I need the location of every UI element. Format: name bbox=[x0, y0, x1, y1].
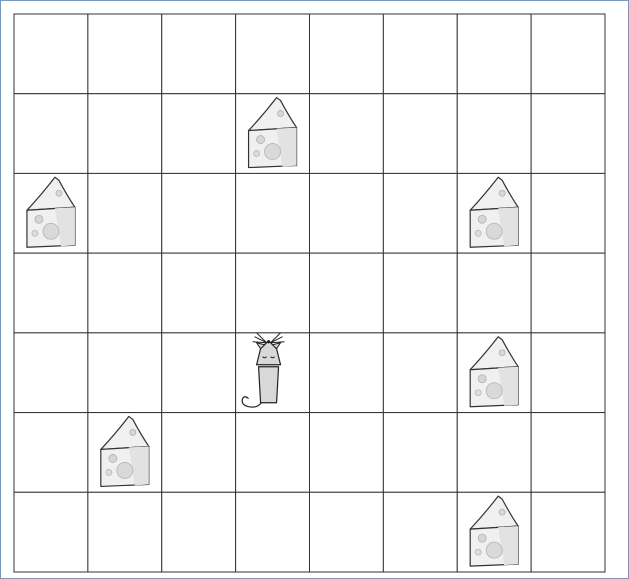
grid-cell-r3-c7[interactable] bbox=[531, 253, 605, 333]
grid-cell-r5-c5[interactable] bbox=[383, 413, 457, 493]
grid-cell-r3-c2[interactable] bbox=[162, 253, 236, 333]
grid-cell-r5-c7[interactable] bbox=[531, 413, 605, 493]
grid-cell-r4-c0[interactable] bbox=[14, 333, 88, 413]
grid-cell-r4-c1[interactable] bbox=[88, 333, 162, 413]
grid-cell-r5-c4[interactable] bbox=[310, 413, 384, 493]
game-board bbox=[14, 14, 605, 572]
grid-cell-r3-c6[interactable] bbox=[457, 253, 531, 333]
grid-cell-r5-c3[interactable] bbox=[236, 413, 310, 493]
grid-cell-r1-c2[interactable] bbox=[162, 94, 236, 174]
grid-cell-r1-c5[interactable] bbox=[383, 94, 457, 174]
grid-cell-r3-c0[interactable] bbox=[14, 253, 88, 333]
grid-cell-r0-c6[interactable] bbox=[457, 14, 531, 94]
grid-cell-r0-c1[interactable] bbox=[88, 14, 162, 94]
grid-cell-r6-c3[interactable] bbox=[236, 492, 310, 572]
grid-cell-r0-c5[interactable] bbox=[383, 14, 457, 94]
grid-cell-r5-c0[interactable] bbox=[14, 413, 88, 493]
grid-cell-r3-c3[interactable] bbox=[236, 253, 310, 333]
grid-cell-r2-c3[interactable] bbox=[236, 173, 310, 253]
grid-cell-r4-c7[interactable] bbox=[531, 333, 605, 413]
grid-cell-r3-c1[interactable] bbox=[88, 253, 162, 333]
grid-cell-r2-c5[interactable] bbox=[383, 173, 457, 253]
grid-cell-r1-c0[interactable] bbox=[14, 94, 88, 174]
grid-cell-r6-c5[interactable] bbox=[383, 492, 457, 572]
grid-cell-r2-c1[interactable] bbox=[88, 173, 162, 253]
grid-board bbox=[14, 14, 605, 572]
grid-cell-r2-c7[interactable] bbox=[531, 173, 605, 253]
grid-cell-r3-c4[interactable] bbox=[310, 253, 384, 333]
grid-cell-r4-c2[interactable] bbox=[162, 333, 236, 413]
grid-cell-r1-c4[interactable] bbox=[310, 94, 384, 174]
grid-cell-r1-c1[interactable] bbox=[88, 94, 162, 174]
grid-cell-r2-c4[interactable] bbox=[310, 173, 384, 253]
grid-cell-r6-c1[interactable] bbox=[88, 492, 162, 572]
grid-cell-r5-c2[interactable] bbox=[162, 413, 236, 493]
grid-cell-r0-c0[interactable] bbox=[14, 14, 88, 94]
grid-cell-r0-c2[interactable] bbox=[162, 14, 236, 94]
grid-cell-r2-c2[interactable] bbox=[162, 173, 236, 253]
grid-cell-r6-c0[interactable] bbox=[14, 492, 88, 572]
grid-cell-r6-c7[interactable] bbox=[531, 492, 605, 572]
grid-cell-r0-c7[interactable] bbox=[531, 14, 605, 94]
grid-cell-r1-c7[interactable] bbox=[531, 94, 605, 174]
grid-cell-r5-c6[interactable] bbox=[457, 413, 531, 493]
grid-cell-r6-c4[interactable] bbox=[310, 492, 384, 572]
grid-cell-r4-c4[interactable] bbox=[310, 333, 384, 413]
grid-cell-r4-c5[interactable] bbox=[383, 333, 457, 413]
grid-cell-r1-c6[interactable] bbox=[457, 94, 531, 174]
grid-cell-r0-c4[interactable] bbox=[310, 14, 384, 94]
grid-cell-r0-c3[interactable] bbox=[236, 14, 310, 94]
grid-cell-r3-c5[interactable] bbox=[383, 253, 457, 333]
grid-cell-r6-c2[interactable] bbox=[162, 492, 236, 572]
